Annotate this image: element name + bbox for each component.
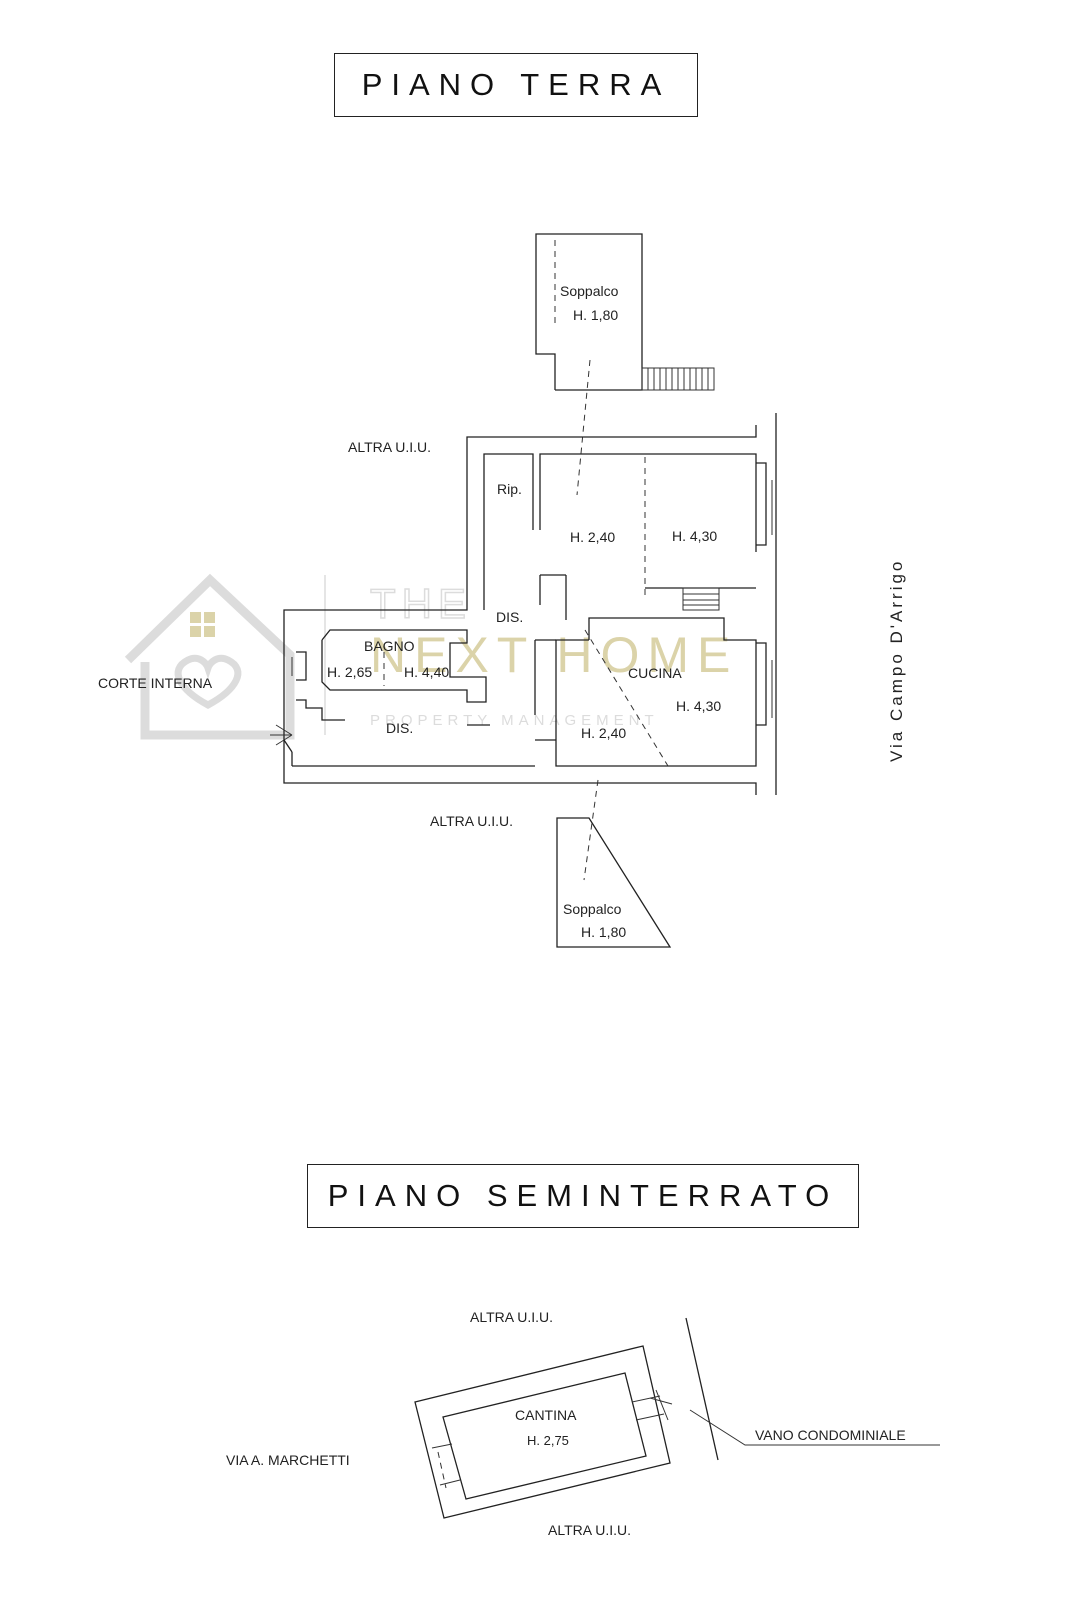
label-corte-interna: CORTE INTERNA <box>98 675 213 691</box>
label-height-430-a: H. 4,30 <box>672 528 717 544</box>
label-cucina: CUCINA <box>628 665 682 681</box>
label-soppalco-top: Soppalco <box>560 283 619 299</box>
label-height-440: H. 4,40 <box>404 664 449 680</box>
label-soppalco-bottom: Soppalco <box>563 901 622 917</box>
mezzanine-top <box>535 233 715 496</box>
label-soppalco-top-height: H. 1,80 <box>573 307 618 323</box>
label-height-240-b: H. 2,40 <box>581 725 626 741</box>
ground-floor-title: PIANO TERRA <box>334 53 698 117</box>
label-altra-uiu-bottom: ALTRA U.I.U. <box>430 813 513 829</box>
ground-floor-walls <box>270 413 777 795</box>
house-logo-icon <box>124 573 295 740</box>
label-basement-altra-uiu-top: ALTRA U.I.U. <box>470 1309 553 1325</box>
watermark-sub: PROPERTY MANAGEMENT <box>370 712 659 729</box>
label-dis-b: DIS. <box>386 720 413 736</box>
basement-title: PIANO SEMINTERRATO <box>307 1164 859 1228</box>
label-bagno: BAGNO <box>364 638 415 654</box>
label-basement-altra-uiu-bottom: ALTRA U.I.U. <box>548 1522 631 1538</box>
label-altra-uiu-top: ALTRA U.I.U. <box>348 439 431 455</box>
label-street-campo-darrigo: Via Campo D'Arrigo <box>887 559 906 762</box>
label-height-430-b: H. 4,30 <box>676 698 721 714</box>
label-via-marchetti: VIA A. MARCHETTI <box>226 1452 350 1468</box>
label-ripostiglio: Rip. <box>497 481 522 497</box>
label-cantina-height: H. 2,75 <box>527 1433 569 1448</box>
basement-walls <box>414 1317 940 1519</box>
label-vano-condominiale: VANO CONDOMINIALE <box>755 1427 906 1443</box>
label-height-240-a: H. 2,40 <box>570 529 615 545</box>
watermark: THE NEXT HOME PROPERTY MANAGEMENT <box>124 573 738 740</box>
watermark-the: THE <box>370 580 472 627</box>
watermark-brand: NEXT HOME <box>370 627 738 683</box>
label-dis-a: DIS. <box>496 609 523 625</box>
label-soppalco-bottom-height: H. 1,80 <box>581 924 626 940</box>
label-height-265: H. 2,65 <box>327 664 372 680</box>
mezzanine-bottom <box>556 779 672 948</box>
label-cantina: CANTINA <box>515 1407 577 1423</box>
